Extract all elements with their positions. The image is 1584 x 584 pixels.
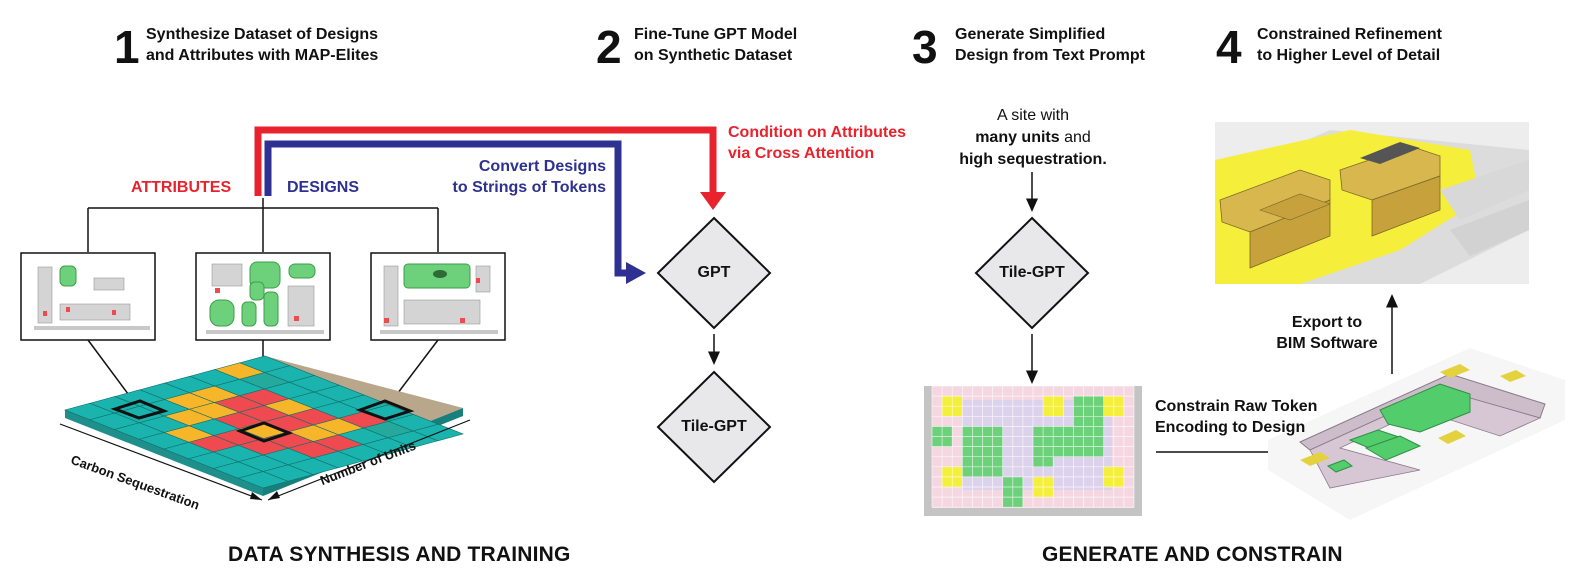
constrain-label-line1: Constrain Raw Token [1155, 398, 1318, 415]
step-1-number: 1 [114, 21, 140, 73]
export-label-line2: BIM Software [1276, 335, 1378, 352]
designs-arrowhead [626, 262, 646, 284]
prompt-line1: A site with [996, 107, 1070, 124]
condition-label: Condition on Attributes via Cross Attent… [728, 122, 906, 164]
design-panel-2 [195, 252, 331, 341]
tilegpt-diamond [656, 370, 772, 484]
step-1-title-line2: and Attributes with MAP-Elites [146, 47, 379, 64]
step-3-title: Generate Simplified Design from Text Pro… [955, 24, 1145, 66]
step-1-title-line1: Synthesize Dataset of Designs [146, 26, 379, 43]
constrain-label-line2: Encoding to Design [1155, 419, 1306, 436]
constrain-label: Constrain Raw Token Encoding to Design [1155, 396, 1317, 438]
step-4-title-line1: Constrained Refinement [1257, 26, 1442, 43]
prompt-line2: many units and [940, 127, 1126, 149]
prompt-line3-bold: high sequestration. [959, 151, 1107, 168]
step-4-number: 4 [1216, 21, 1242, 73]
designs-arrow [264, 140, 628, 277]
prompt-line3: high sequestration. [940, 149, 1126, 171]
prompt-line2-bold: many units [975, 129, 1060, 146]
grid-highlight-center [235, 421, 294, 443]
tilegpt-diamond-step3 [974, 216, 1090, 330]
tilegpt-step3-label: Tile-GPT [999, 264, 1065, 281]
step-4-title-line2: to Higher Level of Detail [1257, 47, 1441, 64]
attributes-arrowhead [700, 192, 726, 210]
gpt-label: GPT [697, 264, 731, 281]
step-1-title: Synthesize Dataset of Designs and Attrib… [146, 24, 378, 66]
map-elites-grid [64, 355, 464, 496]
step-2-title-line1: Fine-Tune GPT Model [634, 26, 798, 43]
step-3-title-line1: Generate Simplified [955, 26, 1106, 43]
attributes-arrow [254, 126, 717, 196]
export-label: Export to BIM Software [1268, 312, 1386, 354]
simplified-design-grid [924, 385, 1142, 516]
step-3-title-line2: Design from Text Prompt [955, 47, 1145, 64]
convert-label-line2: to Strings of Tokens [452, 179, 606, 196]
convert-label-line1: Convert Designs [478, 158, 606, 175]
convert-label: Convert Designs to Strings of Tokens [420, 156, 606, 198]
grid-axes [59, 419, 471, 501]
bim-massing-render [1215, 122, 1529, 284]
step-2-number: 2 [596, 21, 622, 73]
step-3-number: 3 [912, 21, 938, 73]
section-generate-constrain: GENERATE AND CONSTRAIN [1042, 543, 1343, 566]
text-prompt: A site with many units and high sequestr… [940, 105, 1126, 171]
condition-label-line2: via Cross Attention [728, 145, 875, 162]
grid-highlight-left [110, 399, 169, 420]
condition-label-line1: Condition on Attributes [728, 124, 907, 141]
tilegpt-label: Tile-GPT [681, 418, 747, 435]
bim-floorplan-render [1268, 348, 1565, 520]
step-4-title: Constrained Refinement to Higher Level o… [1257, 24, 1442, 66]
designs-label: DESIGNS [287, 179, 360, 196]
section-data-synthesis: DATA SYNTHESIS AND TRAINING [228, 543, 571, 566]
step-2-title: Fine-Tune GPT Model on Synthetic Dataset [634, 24, 797, 66]
gpt-diamond [656, 216, 772, 330]
prompt-line2-rest: and [1059, 129, 1091, 146]
attributes-label: ATTRIBUTES [131, 179, 232, 196]
design-panel-1 [20, 252, 156, 341]
design-panel-3 [370, 252, 506, 341]
export-label-line1: Export to [1291, 314, 1363, 331]
grid-highlight-right [355, 399, 415, 421]
step-2-title-line2: on Synthetic Dataset [634, 47, 793, 64]
